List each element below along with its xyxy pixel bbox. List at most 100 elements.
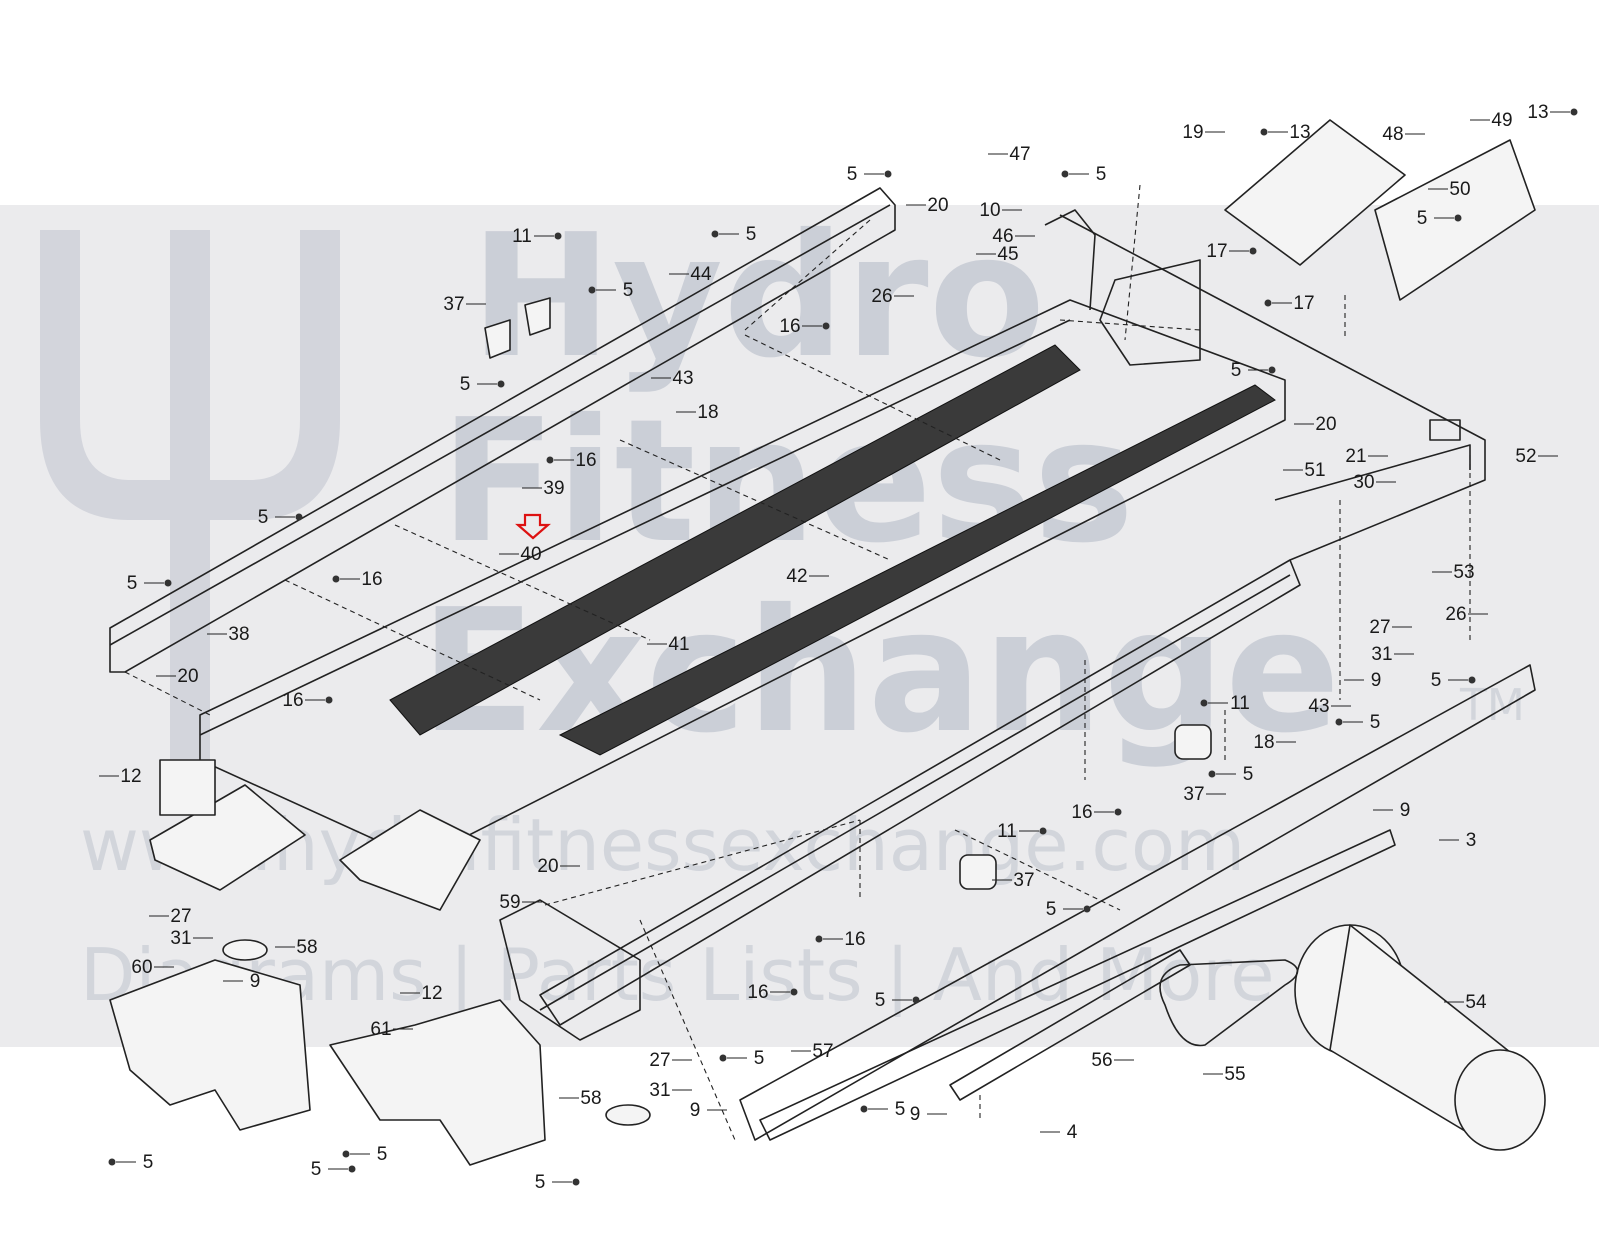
callout-c5s: 5 — [535, 1172, 546, 1193]
drive-components — [739, 119, 1546, 1151]
callout-c31a: 31 — [1371, 644, 1392, 665]
screw-icon — [884, 170, 892, 178]
isolator-37b — [524, 297, 551, 336]
callout-c49: 49 — [1491, 110, 1512, 131]
screw-icon — [164, 579, 172, 587]
callout-c5f: 5 — [1231, 360, 1242, 381]
callout-c5e: 5 — [623, 280, 634, 301]
callout-c10: 10 — [979, 200, 1000, 221]
screw-icon — [1200, 699, 1208, 707]
callout-c5p: 5 — [143, 1152, 154, 1173]
callout-c12b: 12 — [421, 983, 442, 1004]
callout-c21: 21 — [1345, 446, 1366, 467]
callout-c55: 55 — [1224, 1064, 1245, 1085]
screw-icon — [1268, 366, 1276, 374]
callout-c43a: 43 — [672, 368, 693, 389]
screw-icon — [1249, 247, 1257, 255]
callout-c5d: 5 — [746, 224, 757, 245]
screw-icon — [1468, 676, 1476, 684]
left-hood-cover-60 — [109, 959, 311, 1131]
callout-c9c: 9 — [250, 971, 261, 992]
screw-icon — [719, 1054, 727, 1062]
rear-frame-corner — [1044, 209, 1096, 311]
screw-icon — [790, 988, 798, 996]
treadmill-frame — [109, 187, 1486, 1041]
isolator-37d — [959, 854, 997, 890]
callout-c13a: 13 — [1289, 122, 1310, 143]
callout-c17b: 17 — [1293, 293, 1314, 314]
screw-icon — [554, 232, 562, 240]
callout-c40: 40 — [520, 544, 541, 565]
callout-c44: 44 — [690, 264, 712, 285]
callout-c27b: 27 — [170, 906, 191, 927]
watermark-line1: Hydro — [470, 198, 1045, 396]
callout-c37b: 37 — [1183, 784, 1204, 805]
callout-c9b: 9 — [1400, 800, 1411, 821]
callout-c20a: 20 — [927, 195, 948, 216]
screw-icon — [1061, 170, 1069, 178]
screw-icon — [711, 230, 719, 238]
callout-c56: 56 — [1091, 1050, 1112, 1071]
callout-c20c: 20 — [177, 666, 198, 687]
callout-c5r: 5 — [377, 1144, 388, 1165]
callout-leaders — [99, 111, 1570, 1183]
callout-c11c: 11 — [997, 821, 1017, 842]
screw-icon — [325, 696, 333, 704]
screw-icon — [1335, 718, 1343, 726]
screw-icon — [295, 513, 303, 521]
rear-motor-bracket — [1099, 259, 1201, 366]
watermark-line2: Fitness — [440, 383, 1134, 581]
side-rail-57 — [739, 664, 1536, 1141]
callout-c11b: 11 — [1230, 693, 1250, 714]
screw-icon — [1039, 827, 1047, 835]
callout-c5g: 5 — [460, 374, 471, 395]
callout-c47: 47 — [1009, 144, 1030, 165]
leveling-foot-58a — [222, 939, 268, 961]
callout-c60: 60 — [131, 957, 152, 978]
callout-c27a: 27 — [1369, 617, 1390, 638]
screw-icon — [588, 286, 596, 294]
callout-c18a: 18 — [697, 402, 718, 423]
callout-c18b: 18 — [1253, 732, 1274, 753]
callout-c9d: 9 — [690, 1100, 701, 1121]
callout-c9e: 9 — [910, 1104, 921, 1125]
callout-c16b: 16 — [575, 450, 596, 471]
front-frame-rail — [539, 559, 1301, 1026]
screw-icon — [1570, 108, 1578, 116]
callout-c5n: 5 — [875, 990, 886, 1011]
front-roller-shaft — [949, 949, 1191, 1101]
screw-icon — [342, 1150, 350, 1158]
screw-icon — [1083, 905, 1091, 913]
callout-c41: 41 — [668, 634, 689, 655]
watermark-trademark: TM — [1459, 680, 1525, 731]
center-end-cap — [339, 809, 481, 911]
screw-icon — [860, 1105, 868, 1113]
callout-c16g: 16 — [747, 982, 768, 1003]
callout-c46: 46 — [992, 226, 1013, 247]
callout-c58a: 58 — [296, 937, 317, 958]
screw-icon — [332, 575, 340, 583]
callout-c57: 57 — [812, 1041, 833, 1062]
screw-icon — [108, 1158, 116, 1166]
callout-c5k: 5 — [1370, 712, 1381, 733]
left-side-rail-edge — [109, 204, 891, 646]
controller-mount-plate — [1374, 139, 1536, 301]
callout-c31c: 31 — [649, 1080, 670, 1101]
callout-c12a: 12 — [120, 766, 141, 787]
front-frame-rail-edge — [539, 574, 1291, 1011]
callout-c4: 4 — [1067, 1122, 1078, 1143]
callout-c37a: 37 — [443, 294, 464, 315]
callout-c16a: 16 — [779, 316, 800, 337]
callout-c61: 61 — [370, 1019, 391, 1040]
screw-icon — [822, 322, 830, 330]
callout-c16e: 16 — [1071, 802, 1092, 823]
callout-c20d: 20 — [537, 856, 558, 877]
isolator-37a — [484, 319, 511, 359]
callout-c20b: 20 — [1315, 414, 1336, 435]
callout-c26b: 26 — [1445, 604, 1466, 625]
screw-icon — [1208, 770, 1216, 778]
drive-motor-fan — [1454, 1049, 1546, 1151]
belt-strip-41 — [389, 344, 1081, 736]
assembly-guides — [124, 184, 1471, 1141]
